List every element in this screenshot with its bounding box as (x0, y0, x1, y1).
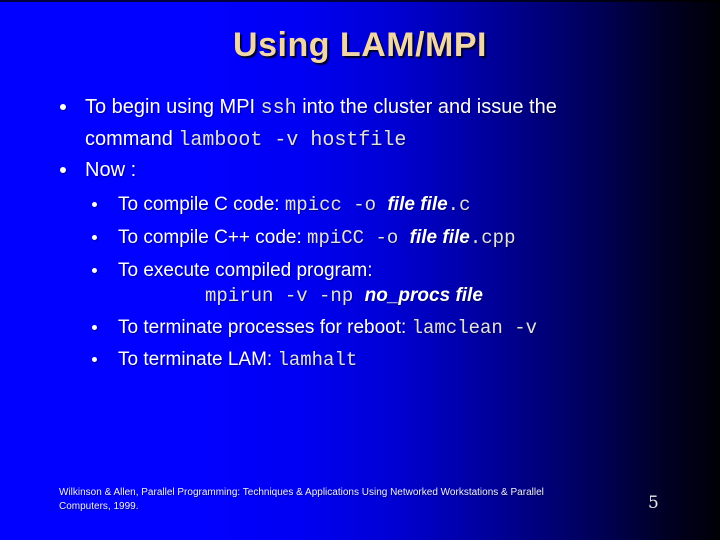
text-segment: To terminate LAM: (118, 349, 278, 370)
text-segment: mpicc -o (284, 194, 388, 216)
bullet-item: To compile C++ code: mpiCC -o file file.… (92, 226, 515, 250)
text-segment: mpirun -v -np (205, 285, 365, 307)
bullet-item: To begin using MPI ssh into the cluster … (60, 92, 633, 156)
text-segment: file file (409, 227, 470, 248)
bullet-item: To terminate LAM: lamhalt (92, 348, 357, 372)
text-segment: lamhalt (277, 349, 358, 371)
text-segment: To compile C++ code: (118, 227, 308, 248)
bullet-text: To compile C code: mpicc -o file file.c (118, 193, 470, 217)
text-segment: Now : (85, 159, 137, 181)
text-segment: To terminate processes for reboot: (118, 317, 412, 338)
text-segment: .cpp (469, 227, 516, 249)
text-segment: mpiCC -o (307, 227, 410, 249)
bullet-icon (92, 357, 97, 362)
bullet-icon (60, 104, 66, 110)
slide-title: Using LAM/MPI (233, 26, 487, 64)
page-number: 5 (648, 493, 659, 513)
bullet-text: To compile C++ code: mpiCC -o file file.… (118, 226, 515, 250)
bullet-text: To terminate LAM: lamhalt (118, 348, 357, 372)
code-line: mpirun -v -np no_procs file (205, 285, 483, 307)
bullet-item: To terminate processes for reboot: lamcl… (92, 316, 537, 340)
text-segment: .c (447, 194, 471, 216)
bullet-item: To execute compiled program: (92, 259, 373, 283)
bullet-icon (92, 235, 97, 240)
bullet-text: Now : (85, 155, 633, 185)
bullet-icon (92, 325, 97, 330)
text-segment: file file (387, 194, 448, 215)
bullet-text: To begin using MPI ssh into the cluster … (85, 92, 633, 156)
bullet-icon (60, 167, 66, 173)
bullet-icon (92, 268, 97, 273)
text-segment: into the cluster and issue the command (85, 96, 557, 150)
text-segment: no_procs file (364, 285, 483, 306)
bullet-icon (92, 202, 97, 207)
text-segment: lamclean -v (411, 317, 538, 339)
footer-citation: Wilkinson & Allen, Parallel Programming:… (59, 487, 544, 512)
bullet-text: To terminate processes for reboot: lamcl… (118, 316, 537, 340)
bullet-text: To execute compiled program: (118, 259, 373, 283)
text-segment: To execute compiled program: (118, 260, 373, 281)
text-segment: lamboot -v hostfile (178, 129, 407, 152)
text-segment: To begin using MPI (85, 96, 261, 118)
bullet-item: To compile C code: mpicc -o file file.c (92, 193, 470, 217)
text-segment: ssh (260, 97, 297, 120)
bullet-item: Now : (60, 155, 633, 185)
text-segment: To compile C code: (118, 194, 285, 215)
